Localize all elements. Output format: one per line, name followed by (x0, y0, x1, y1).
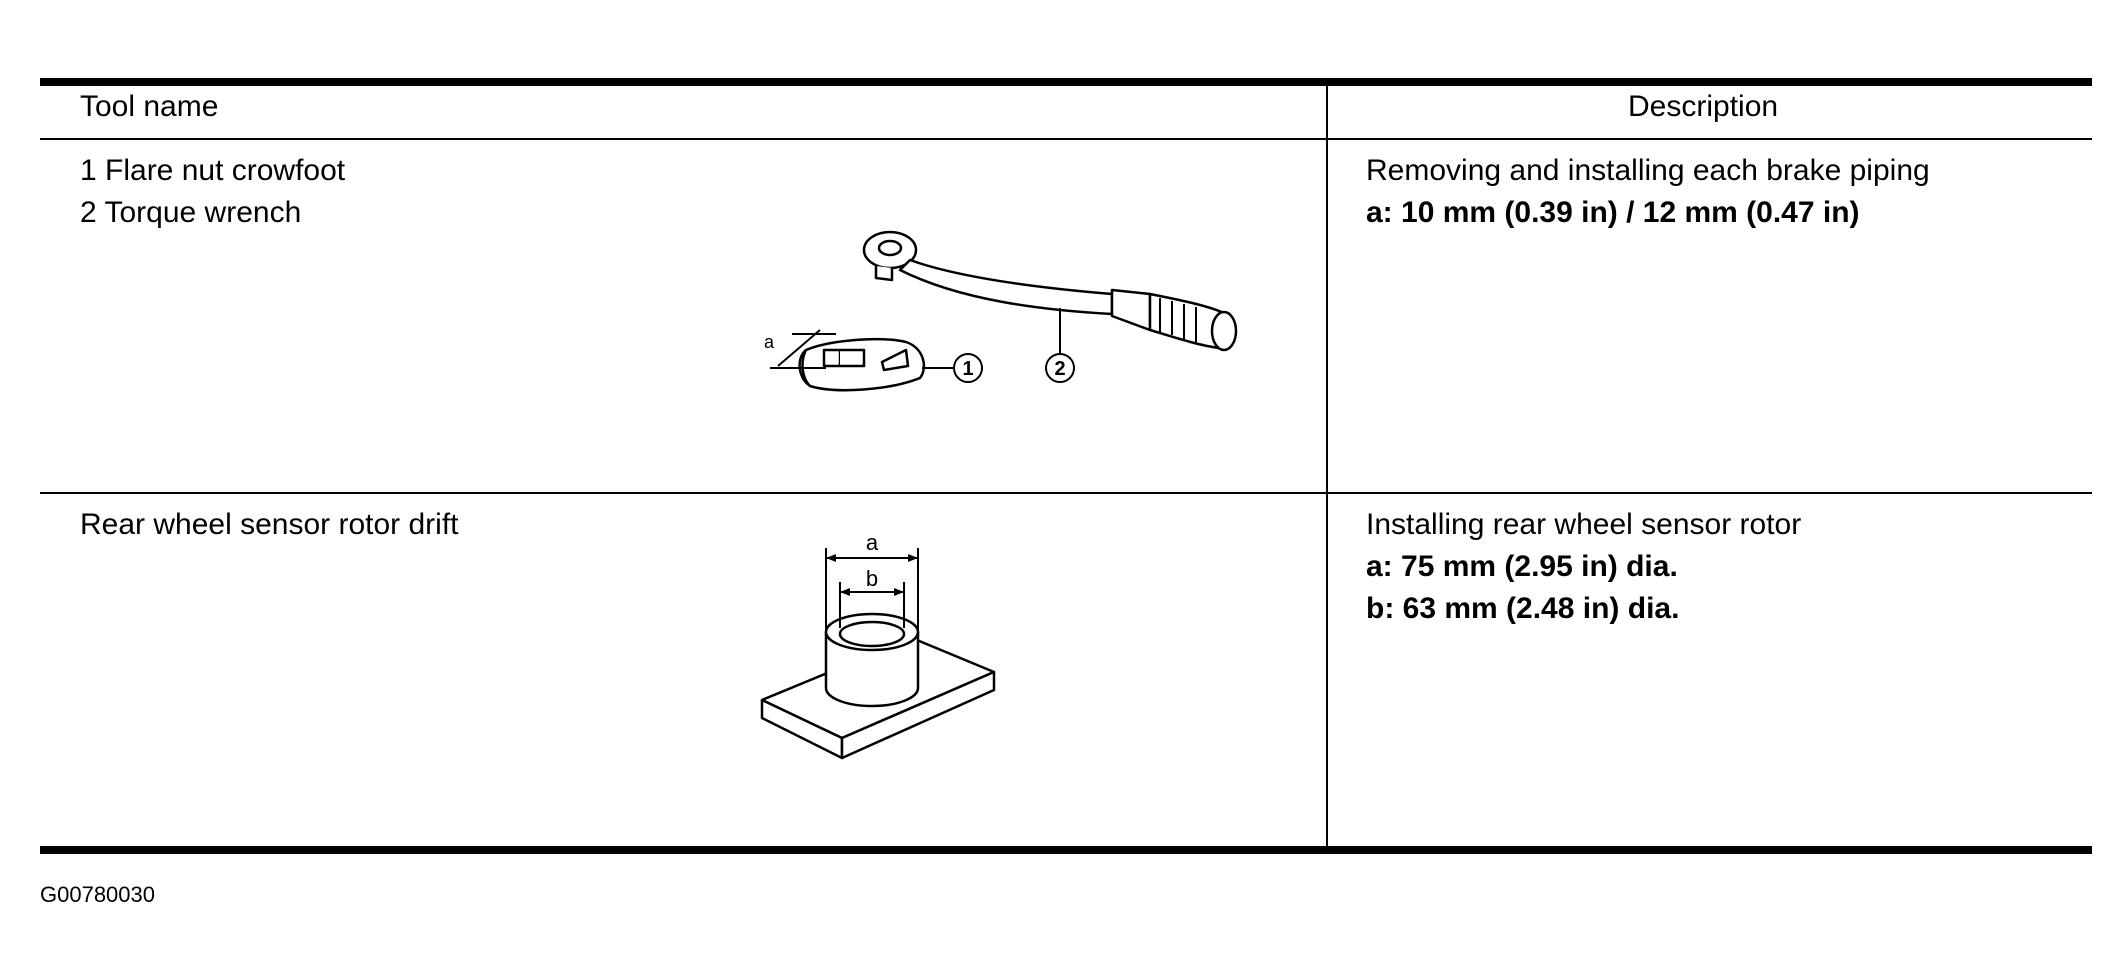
dimension-b-arrow (894, 588, 904, 596)
row1-spec: a: 10 mm (0.39 in) / 12 mm (0.47 in) (1366, 196, 1860, 229)
table-top-rule (40, 78, 2092, 86)
torque-wrench-drive (874, 266, 894, 282)
row2-spec-b: b: 63 mm (2.48 in) dia. (1366, 592, 1680, 625)
figure-code: G00780030 (40, 882, 155, 907)
dimension-a-label: a (866, 530, 879, 555)
crowfoot-jaw (822, 348, 842, 368)
callout-1-label: 1 (962, 358, 973, 380)
row1-tool-line-2: 2 Torque wrench (80, 196, 302, 229)
dimension-a-label: a (764, 332, 775, 352)
drift-cylinder-bore (838, 620, 906, 648)
dimension-a-arrow (908, 554, 918, 562)
drift-cylinder-body (824, 632, 920, 708)
header-divider (40, 138, 2092, 140)
dimension-a-line (777, 329, 821, 367)
crowfoot-torque-wrench-illustration: 1 2 a (764, 230, 1238, 392)
torque-wrench-shaft (898, 258, 1114, 316)
torque-wrench-collar (1110, 288, 1152, 332)
header-tool-name: Tool name (80, 90, 219, 123)
crowfoot-square-drive (880, 348, 910, 372)
row2-tool-line-1: Rear wheel sensor rotor drift (80, 508, 459, 541)
callout-2-label: 2 (1054, 358, 1065, 380)
row2-spec-a: a: 75 mm (2.95 in) dia. (1366, 550, 1678, 583)
row2-description: Installing rear wheel sensor rotor (1366, 508, 1802, 541)
torque-wrench-head-hole (877, 239, 903, 257)
column-divider (1326, 86, 1328, 853)
callout-1-circle (953, 353, 983, 383)
header-description: Description (1628, 90, 1779, 123)
callout-2-circle (1045, 353, 1075, 383)
dimension-a-arrow (826, 554, 836, 562)
row-divider (40, 492, 2092, 494)
table-bottom-rule (40, 846, 2092, 854)
row1-description: Removing and installing each brake pipin… (1366, 154, 1930, 187)
dimension-b-label: b (866, 566, 878, 591)
rotor-drift-illustration: a b (760, 530, 996, 760)
dimension-b-arrow (840, 588, 850, 596)
drift-base-side (840, 670, 996, 760)
row1-tool-line-1: 1 Flare nut crowfoot (80, 154, 346, 187)
torque-wrench-grip-end (1210, 310, 1238, 352)
crowfoot-opening (840, 348, 866, 368)
